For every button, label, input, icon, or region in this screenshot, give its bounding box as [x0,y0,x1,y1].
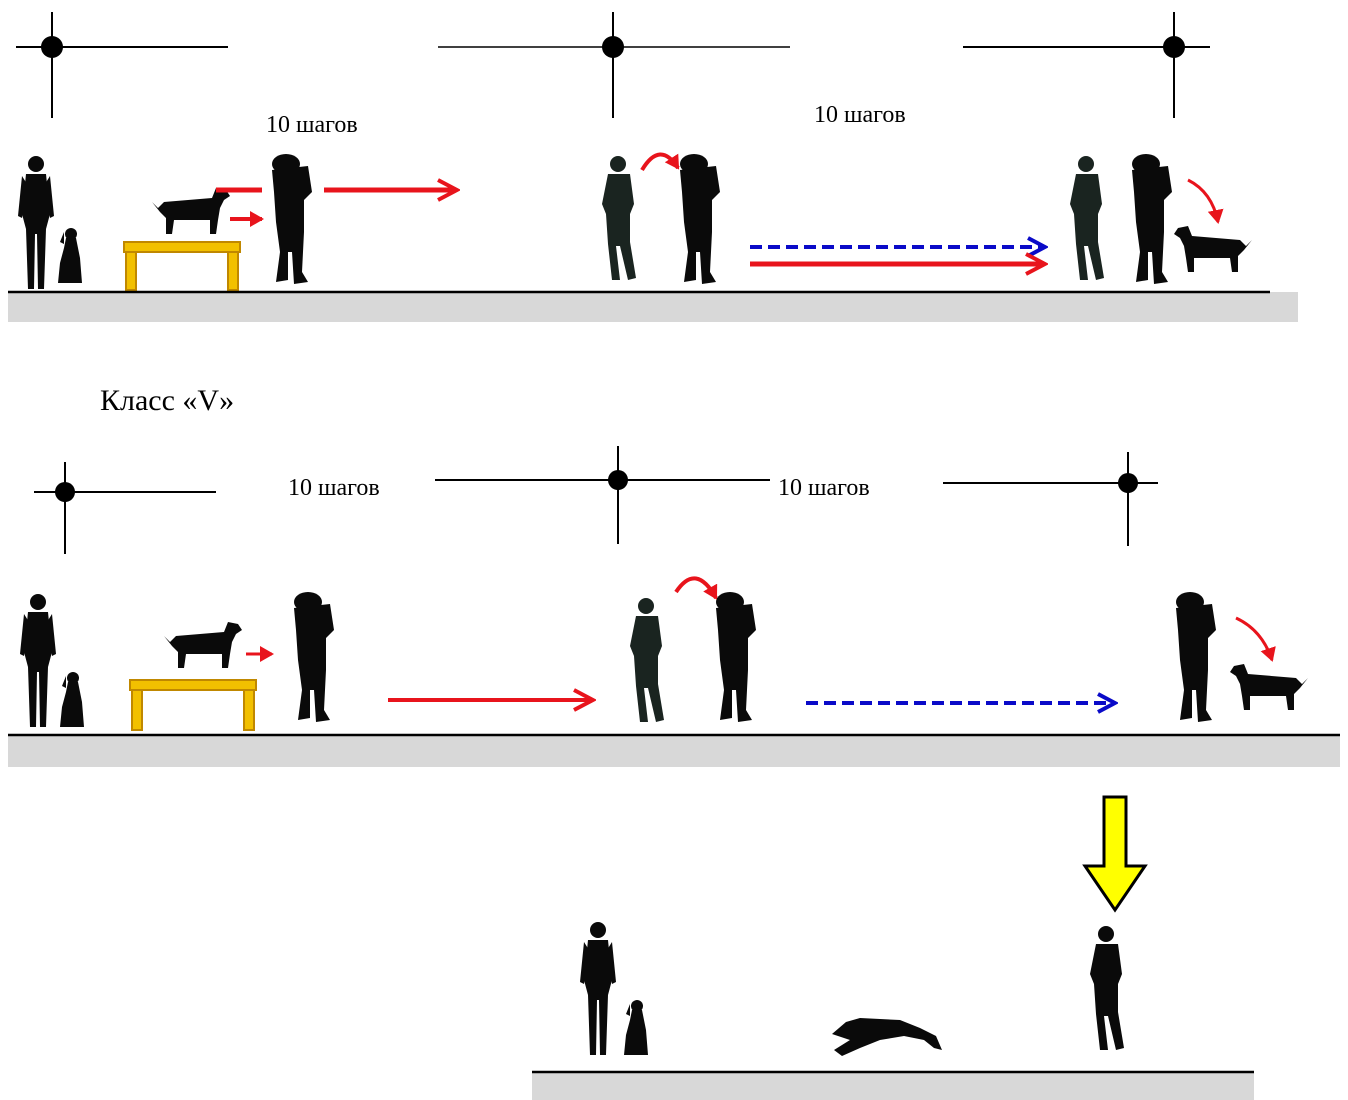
crosshair-marker [438,12,790,118]
ground [532,1072,1254,1100]
walking-person-silhouette [630,598,664,722]
standing-dog-silhouette [164,622,242,668]
red-curved-arrow [640,152,680,172]
running-dog-silhouette [832,1018,942,1056]
standing-person-silhouette [1090,926,1124,1050]
crosshair-marker [435,446,770,544]
handler-silhouette [580,922,616,1055]
steps-label: 10 шагов [814,102,906,128]
red-curved-arrow [1235,616,1276,662]
standing-dog-silhouette [1174,226,1252,272]
walking-person-silhouette [602,156,636,280]
diagram-middle: 10 шагов 10 шагов [8,446,1340,767]
assistant-silhouette [716,592,756,722]
table [129,679,257,731]
red-curved-arrow [1187,178,1224,224]
yellow-down-arrow [1082,795,1148,913]
diagram-bottom [532,795,1254,1100]
walking-person-silhouette [1070,156,1104,280]
diagram-top: 10 шагов 10 шагов [8,12,1298,322]
handler-silhouette [18,156,54,289]
handler-silhouette [20,594,56,727]
table [123,241,241,291]
sitting-dog-silhouette [60,672,84,727]
crosshair-marker [16,12,228,118]
steps-label: 10 шагов [266,112,358,138]
standing-dog-silhouette [152,188,230,234]
assistant-silhouette [1132,154,1172,284]
sitting-dog-silhouette [624,1000,648,1055]
crosshair-marker [943,452,1158,546]
sitting-dog-silhouette [58,228,82,283]
steps-label: 10 шагов [778,475,870,501]
assistant-silhouette [1176,592,1216,722]
crosshair-marker [34,462,216,554]
ground [8,292,1298,322]
standing-dog-silhouette [1230,664,1308,710]
steps-label: 10 шагов [288,475,380,501]
assistant-silhouette [272,154,312,284]
crosshair-marker [963,12,1210,118]
assistant-silhouette [680,154,720,284]
ground [8,735,1340,767]
class-label: Класс «V» [100,384,234,417]
red-curved-arrow [674,576,718,600]
assistant-silhouette [294,592,334,722]
